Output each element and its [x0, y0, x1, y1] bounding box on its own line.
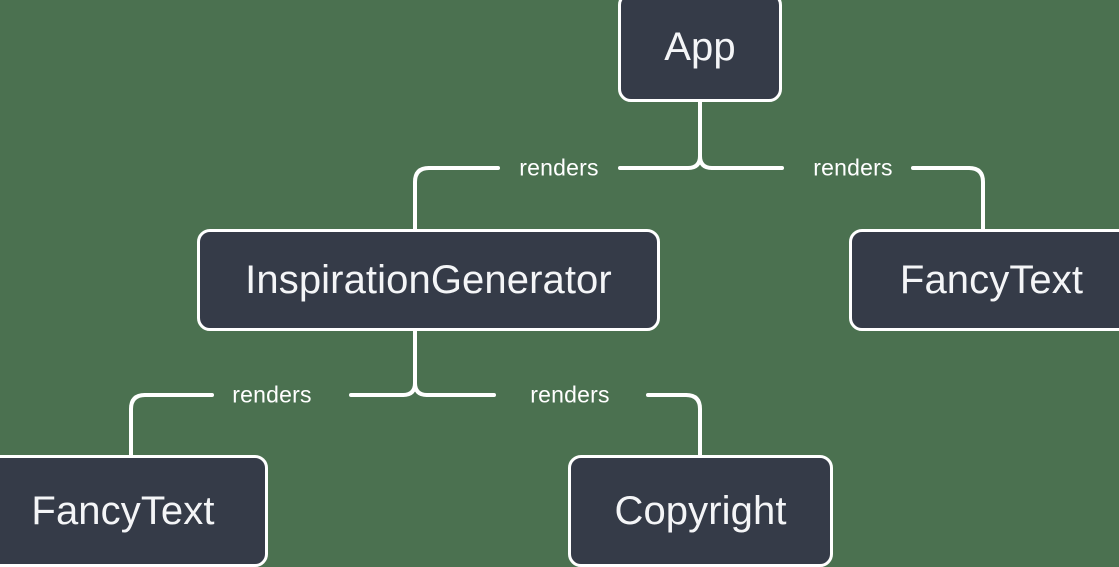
edge-inspgen-to-copyright-elbow: [684, 393, 702, 457]
edge-app-junction-right: [698, 154, 714, 170]
edge-label-inspiration-generator-to-copyright: renders: [530, 381, 610, 408]
node-app[interactable]: App: [618, 0, 782, 102]
edge-label-inspiration-generator-to-fancy-text-left: renders: [232, 381, 312, 408]
edge-app-to-fancyright-elbow: [967, 166, 985, 231]
edge-app-to-inspgen-elbow: [413, 166, 431, 231]
edge-label-app-to-fancy-text-right: renders: [813, 154, 893, 181]
edge-label-app-to-inspiration-generator: renders: [519, 154, 599, 181]
edge-inspgen-junction-right: [413, 381, 429, 397]
node-fancy-text-left[interactable]: FancyText: [0, 455, 268, 567]
edge-inspgen-to-fancyleft-elbow: [129, 393, 147, 457]
node-fancy-text-right[interactable]: FancyText: [849, 229, 1119, 331]
node-inspiration-generator[interactable]: InspirationGenerator: [197, 229, 660, 331]
node-copyright[interactable]: Copyright: [568, 455, 833, 567]
